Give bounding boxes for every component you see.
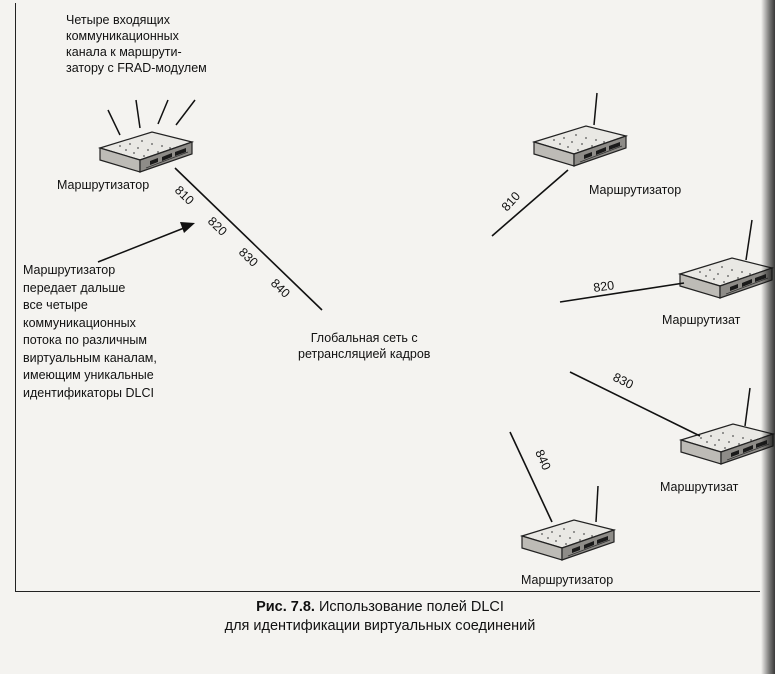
router3-antenna	[744, 387, 751, 427]
note-left-line: коммуникационных	[23, 315, 136, 330]
dlci-r2: 820	[592, 278, 615, 295]
note-left-line: передает дальше	[23, 280, 126, 295]
caption-number: Рис. 7.8.	[256, 599, 315, 615]
note-top-line: Четыре входящих	[66, 13, 170, 27]
caption-title: Использование полей DLCI	[319, 599, 504, 615]
link-820	[559, 282, 685, 303]
cloud-label-line: ретрансляцией кадров	[298, 347, 431, 361]
figure-frame	[15, 3, 760, 592]
dlci-r4: 840	[532, 448, 553, 473]
router4-icon	[521, 519, 615, 561]
cloud-label-line: Глобальная сеть с	[310, 331, 418, 345]
frame-relay-network-label: Глобальная сеть с ретрансляцией кадров	[298, 330, 430, 362]
scan-edge-shadow	[761, 0, 775, 674]
incoming-channels	[107, 99, 196, 136]
router2-antenna	[745, 219, 753, 261]
router4-label: Маршрутизатор	[521, 573, 614, 587]
note-left-line: идентификаторы DLCI	[23, 385, 154, 400]
dlci-main-810: 810	[172, 183, 197, 208]
router3-icon	[680, 423, 774, 465]
dlci-main-840: 840	[268, 276, 293, 301]
main-router-label: Маршрутизатор	[57, 178, 150, 192]
note-top-line: коммуникационных	[66, 29, 179, 43]
note-left-line: имеющим уникальные	[23, 368, 154, 382]
main-router-icon	[99, 131, 193, 173]
note-left-line: виртуальным каналам,	[23, 350, 157, 365]
main-trunk-line	[174, 167, 323, 311]
router1-label: Маршрутизатор	[589, 183, 682, 197]
dlci-r3: 830	[611, 370, 636, 392]
note-incoming-channels: Четыре входящих коммуникационных канала …	[66, 12, 207, 76]
note-top-line: канала к маршрути-	[66, 45, 182, 59]
note-top-line: затору с FRAD-модулем	[66, 61, 207, 75]
note-left-line: все четыре	[23, 298, 88, 312]
router3-label: Маршрутизат	[660, 480, 739, 494]
figure-caption: Рис. 7.8. Использование полей DLCI для и…	[120, 598, 640, 636]
router2-label: Маршрутизат	[662, 313, 741, 327]
router2-icon	[679, 257, 773, 299]
router1-antenna	[593, 92, 598, 126]
link-840	[509, 431, 553, 523]
note-router-forwarding: Маршрутизатор передает дальше все четыре…	[23, 262, 157, 402]
caption-line-2: для идентификации виртуальных соединений	[224, 618, 536, 634]
note-left-line: потока по различным	[23, 333, 147, 347]
pointer-arrow	[97, 222, 195, 263]
router4-antenna	[595, 485, 599, 523]
link-810	[491, 169, 569, 237]
dlci-main-830: 830	[236, 245, 261, 270]
note-left-line: Маршрутизатор	[23, 263, 116, 277]
dlci-r1: 810	[499, 189, 523, 214]
caption-line-1: Рис. 7.8. Использование полей DLCI	[120, 598, 640, 617]
link-830	[569, 371, 701, 437]
router1-icon	[533, 125, 627, 167]
